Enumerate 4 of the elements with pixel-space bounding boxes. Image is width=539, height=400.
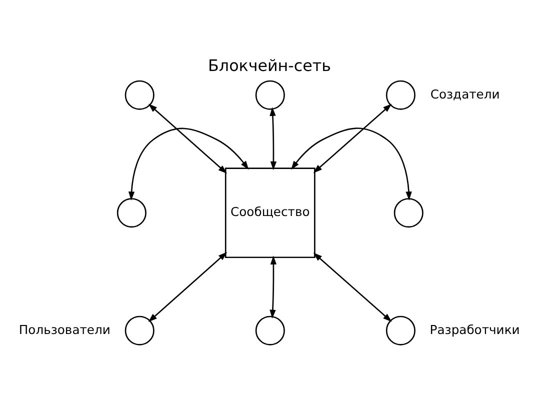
node-label: Пользователи <box>18 322 110 336</box>
node-label: Разработчики <box>430 322 520 336</box>
diagram-title: Блокчейн-сеть <box>208 55 331 74</box>
node-label: Создатели <box>430 86 500 101</box>
